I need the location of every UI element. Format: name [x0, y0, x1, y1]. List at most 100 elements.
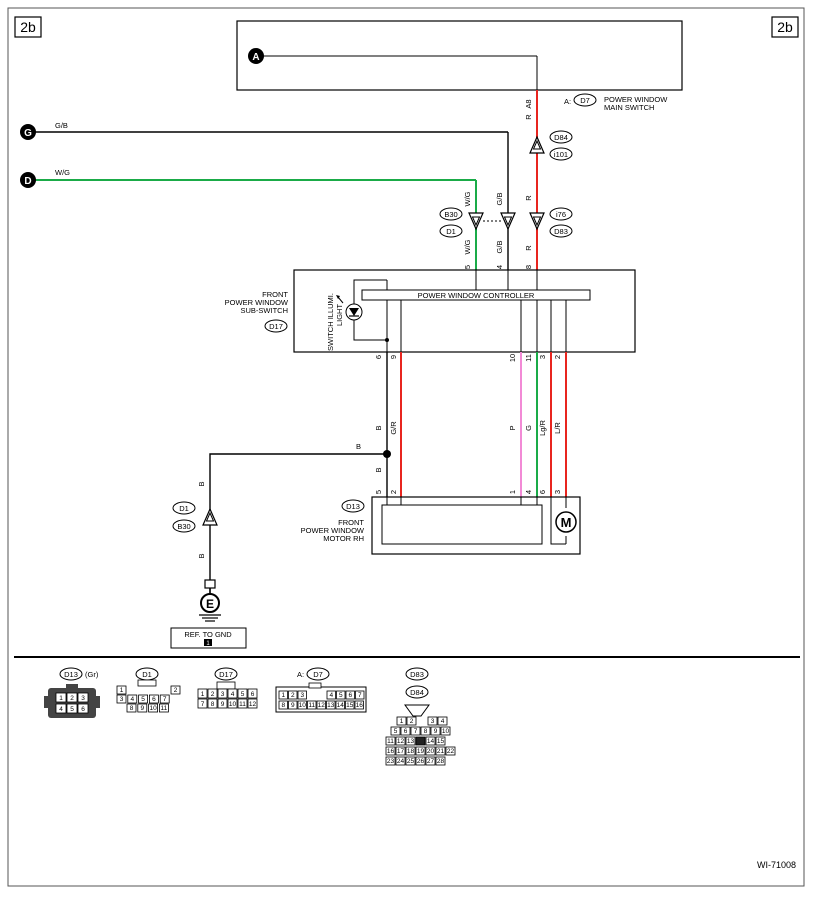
page-frame	[7, 7, 805, 887]
sub-switch-label: FRONT POWER WINDOW SUB-SWITCH D17	[225, 290, 289, 333]
connector-pin-number: 13	[407, 738, 415, 745]
pin-a8: A8	[524, 99, 533, 108]
connector-pin-number: 6	[348, 692, 352, 699]
connector-latch	[137, 679, 157, 687]
svg-text:B: B	[374, 425, 383, 430]
connector-pin-cell	[395, 746, 406, 756]
svg-text:i76: i76	[556, 210, 566, 219]
connector-pin-number: 26	[417, 758, 425, 765]
svg-text:A: A	[252, 52, 259, 63]
connector-pin-number: 12	[397, 738, 405, 745]
connector-pin-number: 15	[346, 702, 354, 709]
connector-pin-cell	[437, 716, 448, 726]
svg-text:4: 4	[495, 265, 504, 269]
connector-pin-number: 4	[231, 691, 235, 698]
connector-pin-cell	[237, 688, 248, 699]
svg-text:REF. TO GND: REF. TO GND	[184, 630, 232, 639]
connector-pin-number: 5	[339, 692, 343, 699]
connector-pin-number: 11	[308, 702, 315, 709]
connector-pin-number: 4	[130, 696, 134, 703]
connector-pin-number: 17	[397, 748, 405, 755]
connector-pin-cell	[354, 700, 364, 710]
connector-pin-cell	[55, 703, 67, 714]
connector-pin-cell	[159, 694, 170, 704]
page-ref-right: 2b	[771, 16, 799, 38]
drawing-number: WI-71008	[757, 860, 796, 870]
connector-pin-cell	[217, 688, 228, 699]
connector-pin-number: 6	[404, 728, 408, 735]
svg-text:D17: D17	[219, 670, 233, 679]
connector-pin-cell	[405, 736, 416, 746]
connector-pin-number: 5	[141, 696, 145, 703]
svg-text:B: B	[197, 481, 206, 486]
svg-text:B: B	[197, 553, 206, 558]
svg-text:2: 2	[389, 490, 398, 494]
connector-pin-cell	[410, 726, 421, 736]
connector-pin-number: 9	[291, 702, 295, 709]
connector-pin-number: 11	[239, 701, 246, 708]
connector-pin-cell	[400, 726, 411, 736]
connector-pin-number: 25	[407, 758, 415, 765]
connector-pin-number: 7	[358, 692, 362, 699]
motor-icon: M	[555, 511, 577, 533]
svg-text:MAIN SWITCH: MAIN SWITCH	[604, 103, 654, 112]
connector-pin-number: 27	[427, 758, 435, 765]
svg-text:D1: D1	[446, 227, 456, 236]
connector-pin-cell	[247, 688, 258, 699]
svg-text:M: M	[561, 515, 572, 530]
connector-pin-cell	[445, 746, 456, 756]
connector-pin-number: 16	[356, 702, 364, 709]
connector-pin-cell	[316, 700, 326, 710]
svg-text:A:: A:	[297, 670, 304, 679]
svg-text:5: 5	[463, 265, 472, 269]
connector-pin-number: 16	[387, 748, 395, 755]
main-switch-label: A: D7 POWER WINDOW MAIN SWITCH	[564, 93, 668, 112]
connector-pin-cell	[207, 698, 218, 709]
connector-pin-number: 28	[437, 758, 445, 765]
connector-pin-number: 7	[201, 701, 205, 708]
connector-pin-cell	[66, 703, 78, 714]
connector-pin-number: 4	[329, 692, 333, 699]
connector-pin-cell	[77, 703, 89, 714]
sub-switch-box	[293, 269, 636, 353]
connector-pin-number: 24	[397, 758, 405, 765]
svg-text:B30: B30	[444, 210, 457, 219]
connector-i76-arrow	[529, 212, 545, 230]
connector-pin-number: 8	[211, 701, 215, 708]
motor-regulator	[381, 504, 543, 545]
svg-text:5: 5	[374, 490, 383, 494]
connector-pin-number: 1	[120, 687, 124, 694]
connector-pin-number: 14	[337, 702, 345, 709]
connector-pin-number: 8	[130, 705, 134, 712]
svg-text:6: 6	[538, 490, 547, 494]
connector-pin-cell	[77, 692, 89, 703]
svg-text:POWER WINDOW CONTROLLER: POWER WINDOW CONTROLLER	[418, 291, 535, 300]
connector-pin-cell	[278, 700, 288, 710]
svg-text:G/B: G/B	[55, 121, 68, 130]
connector-pin-cell	[430, 726, 441, 736]
svg-text:D84: D84	[554, 133, 568, 142]
connector-pin-number: 18	[407, 748, 415, 755]
svg-text:8: 8	[524, 265, 533, 269]
connector-pin-number: 12	[249, 701, 257, 708]
connector-pin-number: 23	[387, 758, 395, 765]
svg-text:SUB-SWITCH: SUB-SWITCH	[241, 306, 289, 315]
svg-text:11: 11	[524, 354, 533, 362]
connector-pin-cell	[385, 736, 396, 746]
ground-reference: REF. TO GND 1	[170, 627, 247, 649]
connector-pin-cell	[197, 698, 208, 709]
svg-text:W/G: W/G	[463, 191, 472, 206]
svg-text:L/R: L/R	[553, 422, 562, 434]
svg-text:6: 6	[374, 355, 383, 359]
svg-text:POWER WINDOW: POWER WINDOW	[301, 526, 365, 535]
svg-text:MOTOR RH: MOTOR RH	[323, 534, 364, 543]
connector-pin-cell	[217, 698, 228, 709]
svg-text:D13: D13	[64, 670, 78, 679]
connector-pin-cell	[297, 700, 307, 710]
connector-pin-cell	[355, 690, 365, 700]
connector-b30-arrow-gb	[500, 212, 516, 230]
